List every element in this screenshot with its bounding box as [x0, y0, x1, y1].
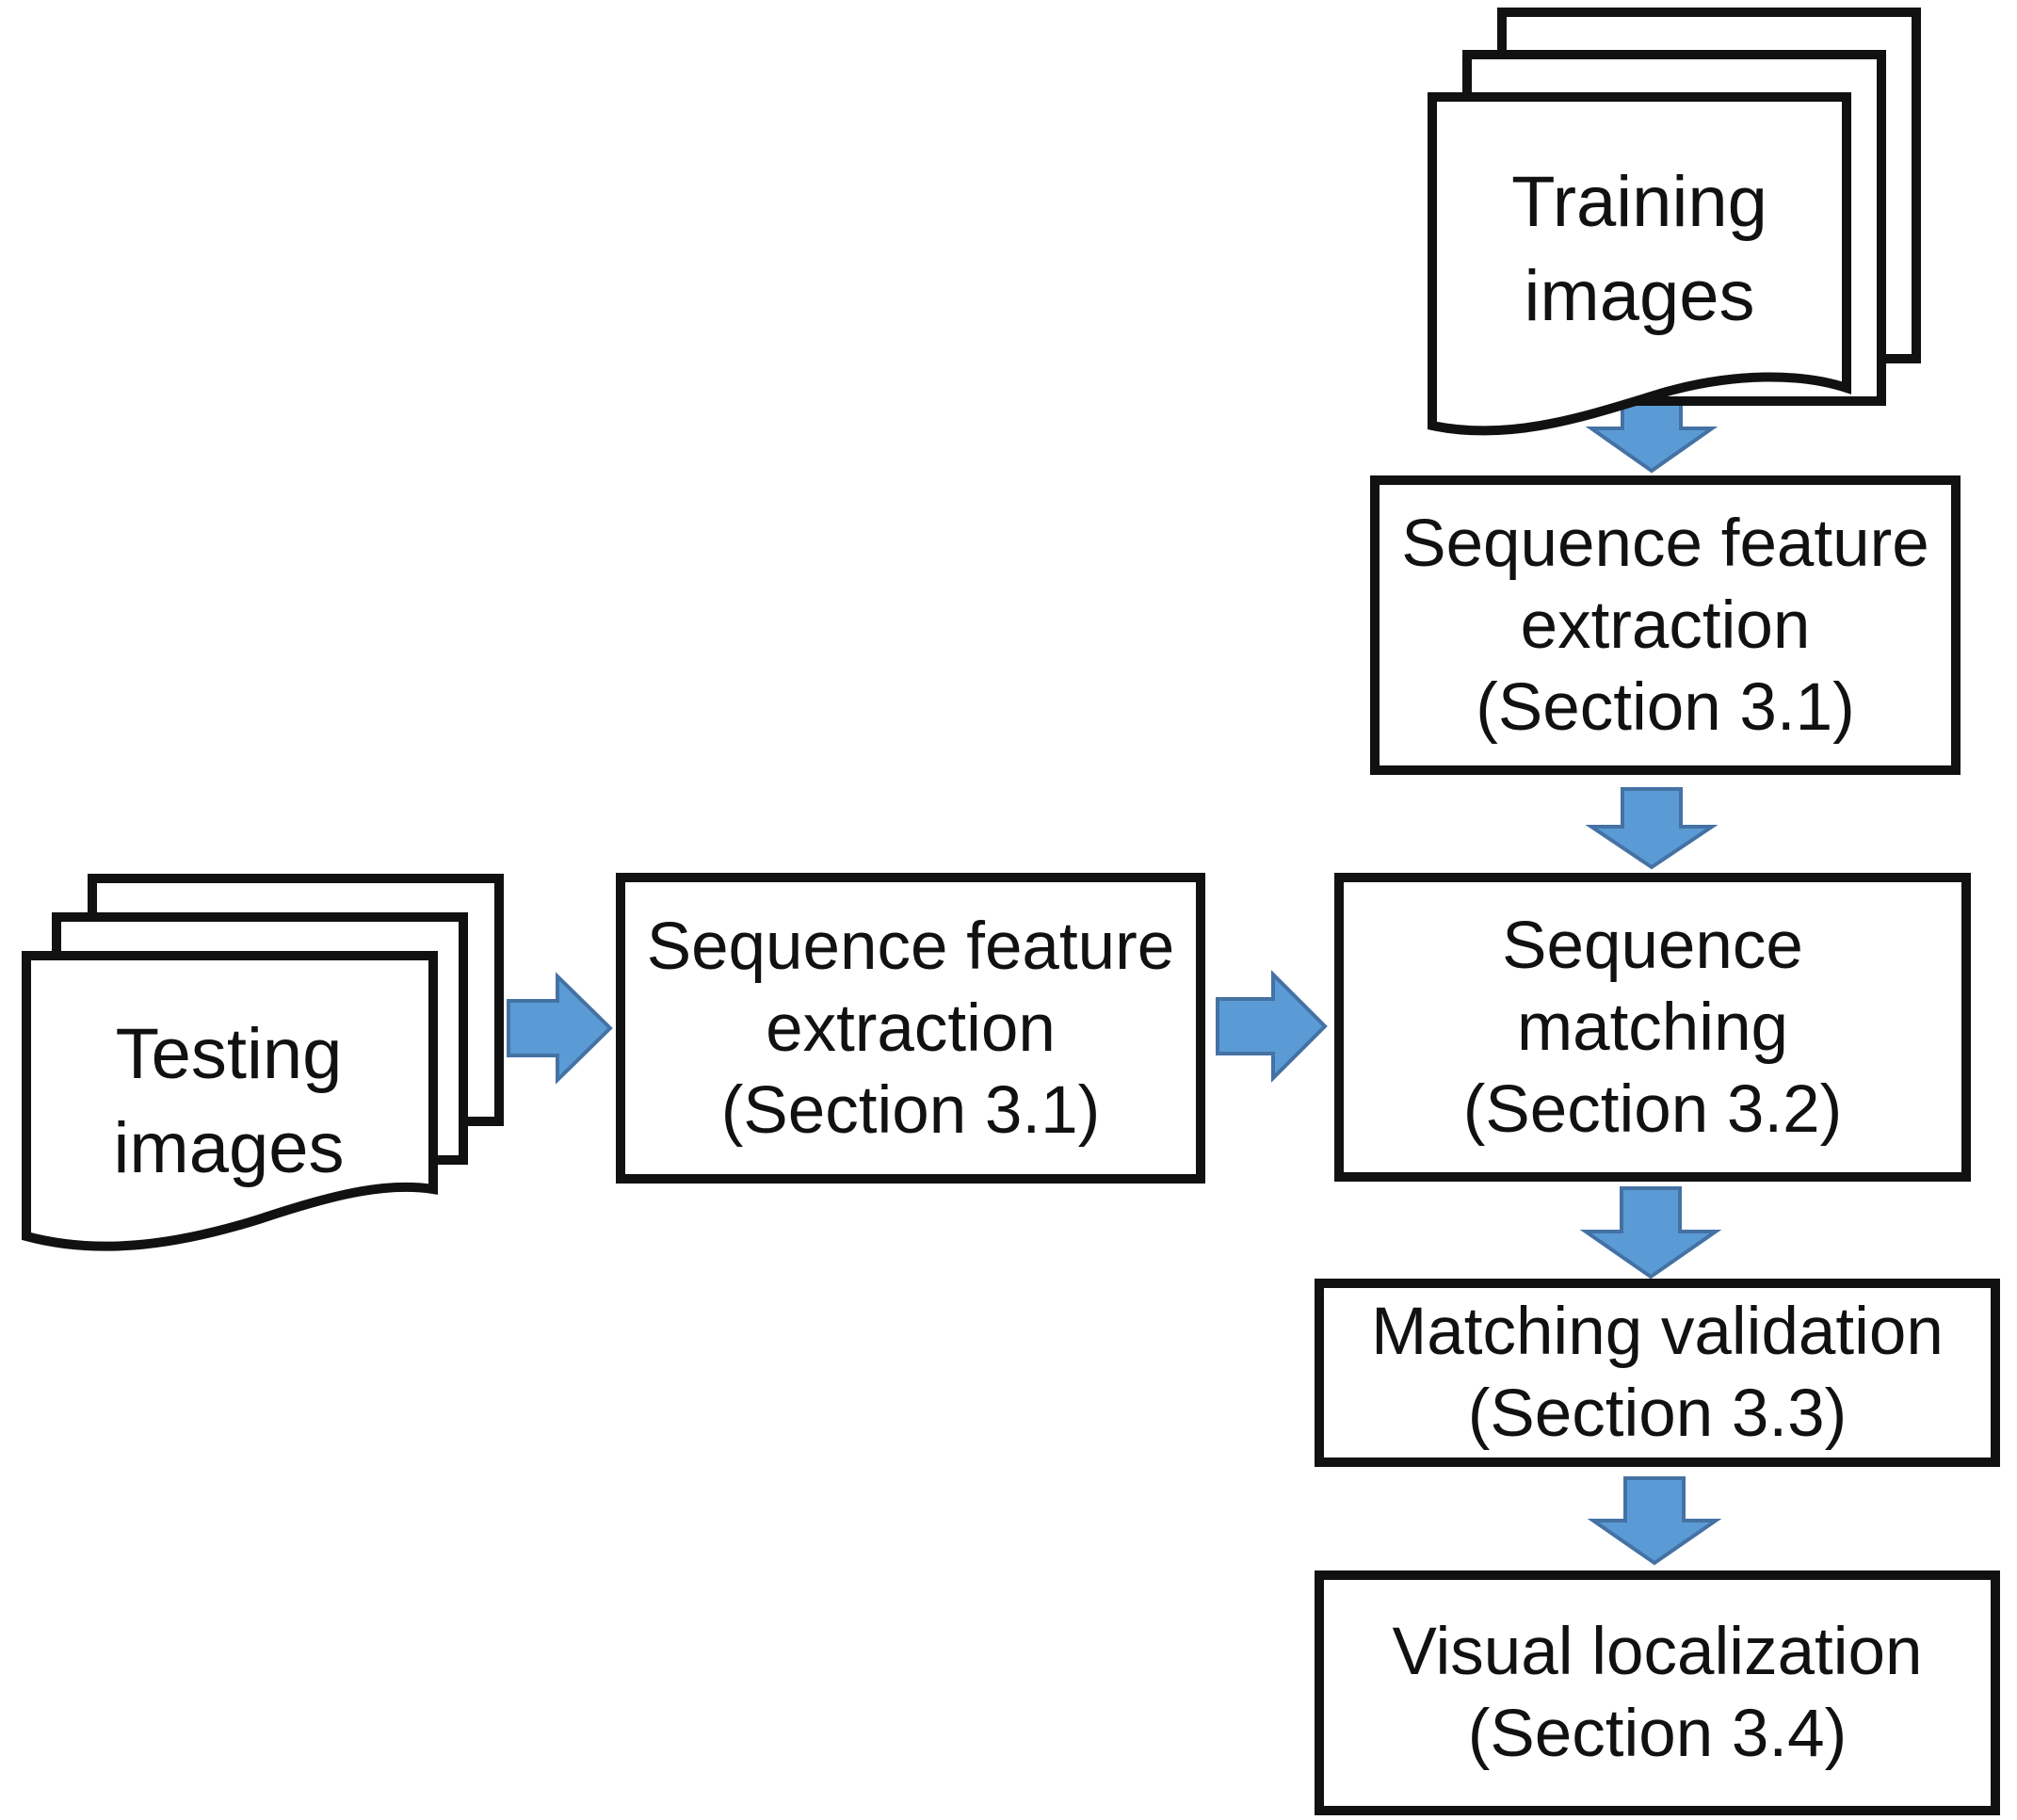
box-sequence-feature-extraction-testing: Sequence feature extraction (Section 3.1… — [616, 873, 1205, 1184]
document-page-front — [22, 951, 438, 1251]
arrow-validation-to-localization-icon — [1587, 1476, 1722, 1566]
arrow-matching-to-validation-icon — [1579, 1186, 1722, 1280]
box-text-line: (Section 3.1) — [1476, 669, 1855, 745]
box-text-line: (Section 3.1) — [720, 1072, 1101, 1148]
training-images-stack-icon — [1428, 8, 1921, 436]
document-page-front — [1428, 92, 1851, 436]
arrow-extraction-to-matching-icon — [1585, 787, 1718, 870]
box-text-line: Sequence feature — [646, 909, 1175, 984]
box-visual-localization: Visual localization (Section 3.4) — [1315, 1570, 2000, 1815]
box-text-line: Matching validation — [1371, 1295, 1944, 1369]
box-text-line: Sequence — [1502, 908, 1803, 983]
box-text-line: Visual localization — [1392, 1615, 1923, 1689]
testing-images-label: Testing images — [25, 1007, 432, 1196]
stack-label-line: images — [113, 1108, 345, 1188]
box-text-line: matching — [1516, 990, 1789, 1065]
stack-label-line: Testing — [115, 1014, 343, 1094]
box-text-line: extraction — [1520, 588, 1811, 663]
arrow-extraction-to-sequence-matching-icon — [1216, 970, 1328, 1083]
box-text-line: extraction — [766, 991, 1056, 1066]
box-text-line: Sequence feature — [1401, 506, 1929, 581]
box-sequence-feature-extraction-training: Sequence feature extraction (Section 3.1… — [1370, 475, 1961, 775]
box-text-line: (Section 3.2) — [1462, 1071, 1843, 1147]
stack-label-line: Training — [1511, 162, 1767, 242]
box-text-line: (Section 3.4) — [1467, 1697, 1848, 1771]
box-matching-validation: Matching validation (Section 3.3) — [1315, 1279, 2000, 1467]
box-text-line: (Section 3.3) — [1467, 1377, 1848, 1451]
box-sequence-matching: Sequence matching (Section 3.2) — [1334, 873, 1971, 1182]
arrow-testing-to-extraction-icon — [507, 972, 613, 1085]
testing-images-stack-icon — [22, 874, 504, 1251]
stack-label-line: images — [1524, 256, 1755, 336]
training-images-label: Training images — [1432, 155, 1847, 344]
